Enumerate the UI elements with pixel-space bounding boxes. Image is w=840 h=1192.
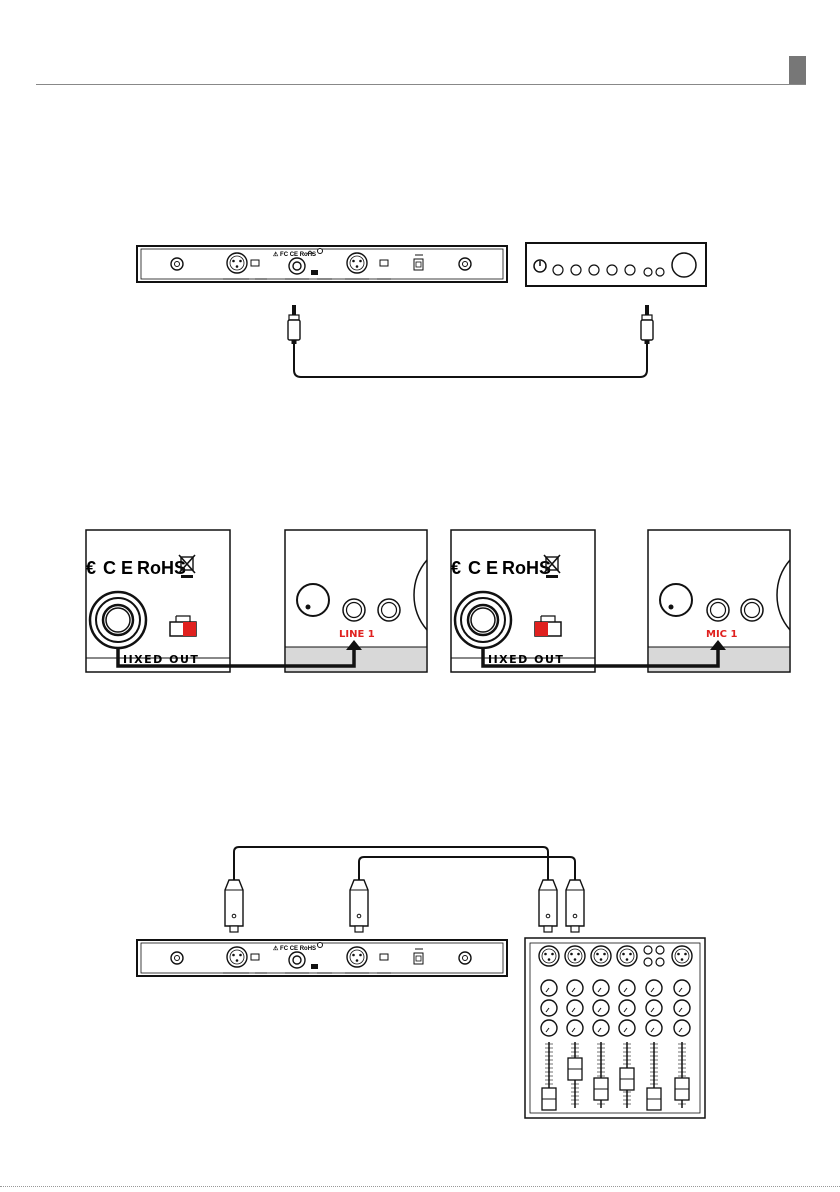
receiver-unit [137, 246, 507, 282]
footer-rule [0, 1186, 840, 1187]
jack-plug-icon [288, 305, 300, 344]
svg-text:€: € [86, 558, 96, 578]
receiver-marks: ⚠ FC CE RoHS [273, 251, 316, 258]
figure-3: ⚠ FC CE RoHS [137, 847, 705, 1118]
output-label: IIXED OUT [123, 653, 199, 666]
figure-2-right: € C E RoHS IIXED OUT MIC 1 [451, 530, 790, 672]
xlr-connector-icon [225, 880, 243, 932]
input-label: LINE 1 [339, 629, 375, 640]
mixed-out-jack [90, 592, 146, 648]
mixed-out-jack [455, 592, 511, 648]
xlr-connector-icon [350, 880, 368, 932]
svg-text:€: € [451, 558, 461, 578]
jack-cable [294, 342, 647, 377]
jack-plug-icon [641, 305, 653, 344]
ce-mark: C E [103, 558, 133, 578]
ce-mark: C E [468, 558, 498, 578]
power-icon [534, 260, 546, 272]
rohs-mark: RoHS [137, 558, 186, 578]
rohs-mark: RoHS [502, 558, 551, 578]
figure-2-left: € C E RoHS IIXED OUT LINE [86, 530, 427, 672]
xlr-connector-icon [566, 880, 584, 932]
output-label: IIXED OUT [488, 653, 564, 666]
xlr-connector-icon [539, 880, 557, 932]
amplifier-unit [526, 243, 706, 286]
xlr-cable-2 [359, 857, 575, 880]
xlr-cable-1 [234, 847, 548, 880]
input-label: MIC 1 [706, 629, 737, 640]
mixer-unit [525, 938, 705, 1118]
figure-1: ⚠ FC CE RoHS [137, 243, 706, 377]
receiver-unit [137, 940, 507, 976]
receiver-marks: ⚠ FC CE RoHS [273, 945, 316, 952]
